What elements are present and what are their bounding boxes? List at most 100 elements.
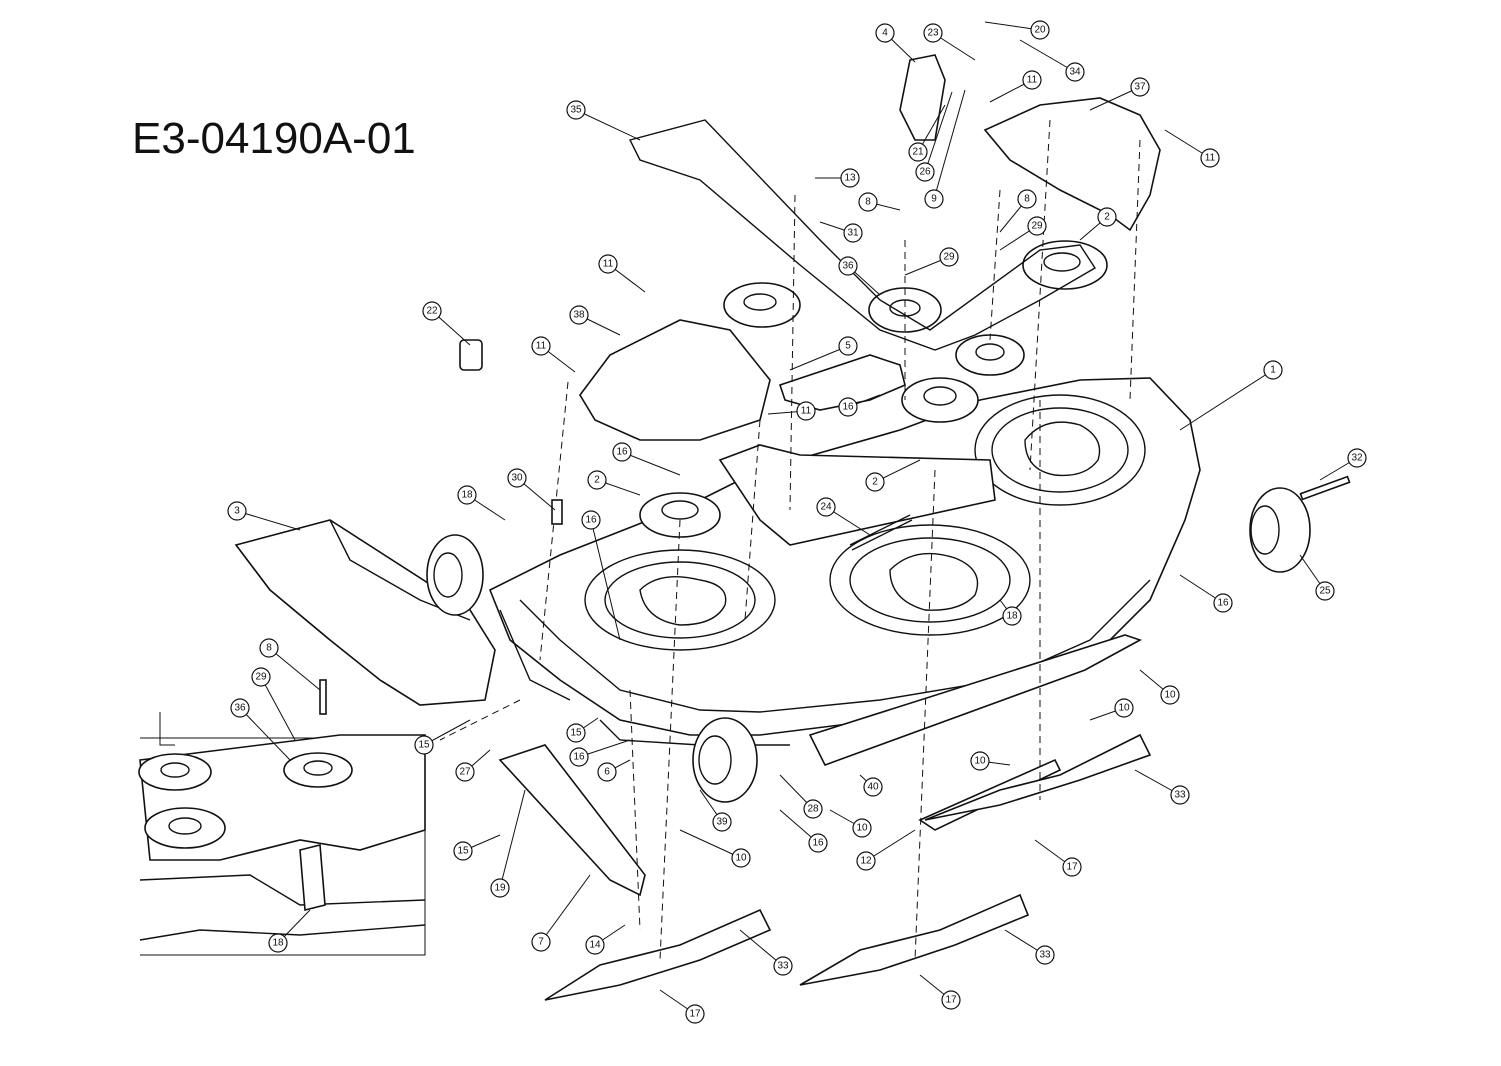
- callout-bubble: [923, 23, 943, 43]
- callout-bubble: [863, 777, 883, 797]
- callout-bubble: [457, 485, 477, 505]
- callout-bubble: [1030, 20, 1050, 40]
- callout-number: 37: [1134, 82, 1146, 93]
- callout-bubble: [1315, 581, 1335, 601]
- callout-15: 15: [414, 719, 471, 755]
- callout-17: 17: [1034, 839, 1082, 877]
- callout-bubble: [939, 247, 959, 267]
- callout-30: 30: [507, 468, 556, 511]
- callout-18: 18: [999, 599, 1022, 626]
- callout-number: 2: [872, 477, 878, 488]
- callout-bubble: [970, 751, 990, 771]
- callout-number: 36: [842, 261, 854, 272]
- callout-4: 4: [875, 23, 916, 63]
- callout-number: 12: [860, 856, 872, 867]
- callout-leader-line: [1179, 369, 1274, 431]
- callout-11: 11: [1164, 129, 1220, 168]
- callout-number: 10: [1164, 690, 1176, 701]
- callout-16: 16: [612, 442, 681, 476]
- callout-number: 10: [856, 823, 868, 834]
- callout-bubble: [838, 256, 858, 276]
- callout-leader-line: [933, 89, 966, 200]
- callout-number: 10: [974, 756, 986, 767]
- deck-housing: [234, 54, 1351, 1001]
- callout-number: 33: [1174, 790, 1186, 801]
- callout-bubble: [1035, 945, 1055, 965]
- callout-number: 16: [842, 402, 854, 413]
- callout-17: 17: [659, 989, 705, 1024]
- callout-number: 17: [689, 1009, 701, 1020]
- callout-10: 10: [1139, 669, 1180, 705]
- callout-number: 36: [234, 703, 246, 714]
- callout-bubble: [1263, 360, 1283, 380]
- callout-leader-line: [1019, 39, 1076, 73]
- callout-bubble: [685, 1004, 705, 1024]
- callout-7: 7: [531, 874, 591, 952]
- callout-bubble: [587, 470, 607, 490]
- callout-31: 31: [819, 221, 863, 243]
- callout-leader-line: [260, 676, 296, 741]
- callout-bubble: [1027, 216, 1047, 236]
- callout-number: 29: [943, 252, 955, 263]
- callout-11: 11: [767, 401, 816, 421]
- callout-33: 33: [1004, 929, 1055, 965]
- callout-bubble: [566, 100, 586, 120]
- callout-number: 6: [604, 767, 610, 778]
- callout-number: 40: [867, 782, 879, 793]
- callout-leader-line: [575, 109, 641, 141]
- callout-17: 17: [919, 974, 961, 1010]
- callout-number: 13: [844, 173, 856, 184]
- callout-bubble: [712, 812, 732, 832]
- callout-bubble: [773, 956, 793, 976]
- callout-16: 16: [569, 739, 631, 767]
- callout-number: 15: [457, 846, 469, 857]
- callout-leader-line: [924, 91, 953, 173]
- callout-38: 38: [569, 305, 621, 336]
- callout-bubble: [531, 336, 551, 356]
- callout-number: 5: [845, 341, 851, 352]
- callout-10: 10: [1089, 698, 1134, 721]
- callout-number: 33: [1039, 950, 1051, 961]
- callout-number: 15: [418, 740, 430, 751]
- callout-number: 11: [1205, 153, 1216, 164]
- callout-22: 22: [422, 301, 471, 346]
- callout-number: 2: [1104, 212, 1110, 223]
- callout-18: 18: [268, 909, 311, 953]
- callout-number: 15: [570, 728, 582, 739]
- callout-bubble: [455, 762, 475, 782]
- callout-6: 6: [597, 759, 631, 782]
- callout-number: 16: [573, 752, 585, 763]
- callout-16: 16: [838, 394, 881, 417]
- callout-23: 23: [923, 23, 976, 61]
- callout-37: 37: [1089, 77, 1150, 111]
- callout-bubble: [1200, 148, 1220, 168]
- callout-9: 9: [924, 89, 966, 209]
- callout-18: 18: [457, 485, 506, 521]
- callout-3: 3: [227, 501, 301, 531]
- callout-36: 36: [230, 698, 291, 761]
- callout-bubble: [422, 301, 442, 321]
- callout-14: 14: [585, 924, 626, 955]
- callout-number: 11: [603, 259, 614, 270]
- callout-number: 31: [847, 228, 859, 239]
- callout-29: 29: [251, 667, 296, 741]
- callout-bubble: [1065, 62, 1085, 82]
- callout-39: 39: [699, 789, 732, 832]
- callout-bubble: [924, 189, 944, 209]
- callout-bubble: [566, 723, 586, 743]
- callout-bubble: [796, 401, 816, 421]
- callout-32: 32: [1319, 448, 1367, 481]
- callout-2: 2: [1079, 207, 1117, 241]
- callout-leader-line: [865, 829, 916, 862]
- callout-10: 10: [829, 809, 872, 838]
- callout-number: 17: [945, 995, 957, 1006]
- callout-28: 28: [779, 774, 823, 819]
- callout-bubble: [1213, 593, 1233, 613]
- callout-bubble: [875, 23, 895, 43]
- callout-29: 29: [999, 216, 1047, 251]
- callout-number: 11: [1027, 75, 1038, 86]
- callout-bubble: [840, 168, 860, 188]
- callout-bubble: [731, 848, 751, 868]
